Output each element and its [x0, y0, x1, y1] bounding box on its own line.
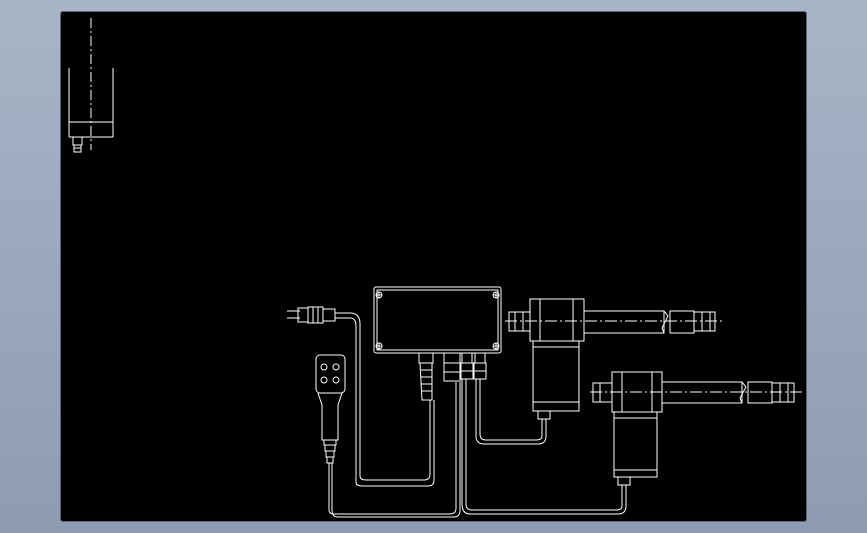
detail-view: [69, 18, 113, 152]
actuator-2: [462, 372, 805, 514]
control-box: [374, 287, 501, 400]
power-plug: [287, 307, 434, 486]
actuator-1: [476, 299, 725, 444]
hand-controller: [316, 355, 460, 517]
